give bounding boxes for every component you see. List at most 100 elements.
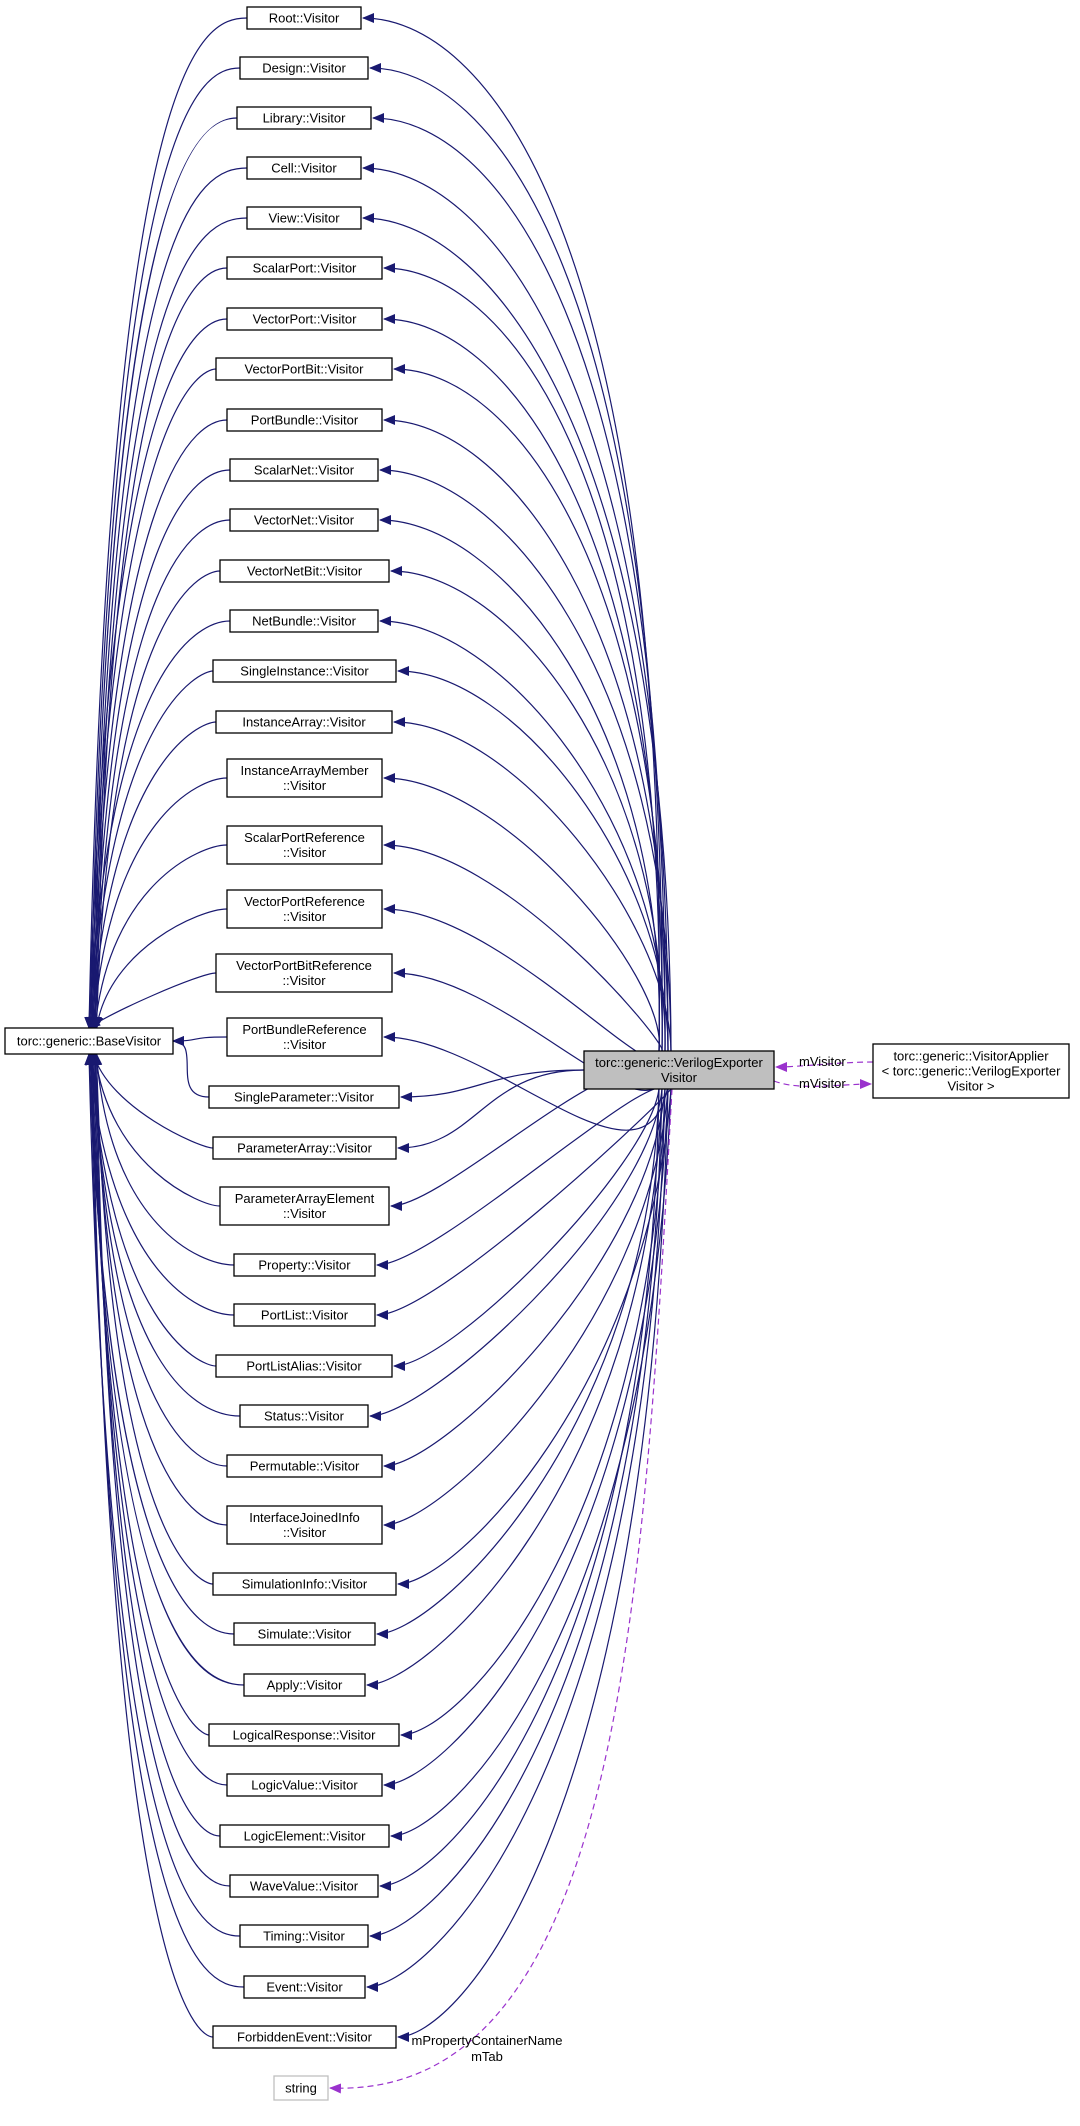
usage-edge-11 [379,515,660,1052]
node-logicelement-visitor-label: LogicElement::Visitor [244,1829,367,1844]
inherit-edge-20 [172,1035,228,1046]
node-view-visitor[interactable]: View::Visitor [246,206,362,230]
node-vectorportbit-visitor[interactable]: VectorPortBit::Visitor [215,357,393,381]
node-portbundlereference-visitor-label-1: PortBundleReference [242,1022,366,1037]
usage-edge-22 [397,1069,585,1153]
node-apply-visitor-label: Apply::Visitor [267,1678,343,1693]
inherit-edge-37 [84,1053,241,1937]
node-vectorportbitreference-visitor[interactable]: VectorPortBitReference::Visitor [215,953,393,993]
node-portbundle-visitor[interactable]: PortBundle::Visitor [226,408,383,432]
node-cell-visitor-box [246,156,362,180]
node-apply-visitor[interactable]: Apply::Visitor [243,1673,366,1697]
node-portbundlereference-visitor[interactable]: PortBundleReference::Visitor [226,1017,383,1057]
usage-edge-36 [379,1088,660,1891]
node-vectorportreference-visitor-box [226,889,383,929]
verilog-exporter-visitor-node-label-2: Visitor [661,1070,698,1085]
node-root-visitor[interactable]: Root::Visitor [246,6,362,30]
inherit-edge-7 [84,318,228,1029]
usage-edge-34 [383,1088,669,1790]
inherit-edge-19 [88,972,217,1029]
node-timing-visitor[interactable]: Timing::Visitor [239,1924,369,1948]
node-logicelement-visitor[interactable]: LogicElement::Visitor [219,1824,390,1848]
node-simulate-visitor[interactable]: Simulate::Visitor [233,1622,376,1646]
node-library-visitor[interactable]: Library::Visitor [236,106,372,130]
inherit-edge-23 [91,1053,221,1207]
node-property-visitor[interactable]: Property::Visitor [233,1253,376,1277]
node-vectorportbitreference-visitor-label-2: ::Visitor [282,973,326,988]
visitor-applier-node[interactable]: torc::generic::VisitorApplier< torc::gen… [872,1043,1070,1099]
node-instancearraymember-visitor[interactable]: InstanceArrayMember::Visitor [226,758,383,798]
inherit-edge-12 [91,570,221,1029]
node-singleparameter-visitor[interactable]: SingleParameter::Visitor [208,1085,400,1109]
verilog-exporter-visitor-node-label-1: torc::generic::VerilogExporter [595,1055,763,1070]
node-scalarportreference-visitor-label-2: ::Visitor [283,845,327,860]
node-vectornet-visitor[interactable]: VectorNet::Visitor [229,508,379,532]
usage-edge-8 [393,364,666,1052]
node-simulationinfo-visitor[interactable]: SimulationInfo::Visitor [212,1572,397,1596]
inherit-edge-10 [88,469,231,1029]
node-permutable-visitor[interactable]: Permutable::Visitor [226,1454,383,1478]
node-root-visitor-box [246,6,362,30]
node-vectorportbit-visitor-box [215,357,393,381]
inherit-edge-1 [84,17,248,1029]
usage-edge-1 [362,13,660,1052]
node-vectornet-visitor-box [229,508,379,532]
node-portlist-visitor-box [233,1303,376,1327]
node-vectornetbit-visitor-label: VectorNetBit::Visitor [247,564,363,579]
node-vectornetbit-visitor-box [219,559,390,583]
node-scalarport-visitor[interactable]: ScalarPort::Visitor [226,256,383,280]
node-event-visitor[interactable]: Event::Visitor [243,1975,366,1999]
usage-edge-32 [366,1088,663,1690]
inherit-edge-29 [90,1053,228,1526]
node-vectorportreference-visitor[interactable]: VectorPortReference::Visitor [226,889,383,929]
usage-edge-35 [390,1088,672,1841]
node-cell-visitor[interactable]: Cell::Visitor [246,156,362,180]
node-logicvalue-visitor[interactable]: LogicValue::Visitor [226,1773,383,1797]
node-logicalresponse-visitor[interactable]: LogicalResponse::Visitor [208,1723,400,1747]
inherit-edge-17 [91,844,228,1029]
node-property-visitor-box [233,1253,376,1277]
node-parameterarray-visitor-label: ParameterArray::Visitor [237,1141,373,1156]
inherit-edge-36 [91,1053,231,1887]
usage-edge-9 [383,415,669,1052]
node-parameterarrayelement-visitor[interactable]: ParameterArrayElement::Visitor [219,1186,390,1226]
node-singleinstance-visitor[interactable]: SingleInstance::Visitor [212,659,397,683]
inherit-edge-3 [87,117,238,1029]
node-scalarportreference-visitor-label-1: ScalarPortReference [244,830,365,845]
node-netbundle-visitor-label: NetBundle::Visitor [252,614,356,629]
node-scalarport-visitor-label: ScalarPort::Visitor [253,261,357,276]
node-scalarport-visitor-box [226,256,383,280]
usage-edge-39 [397,1088,669,2042]
node-vectorport-visitor[interactable]: VectorPort::Visitor [226,307,383,331]
node-wavevalue-visitor[interactable]: WaveValue::Visitor [229,1874,379,1898]
node-vectorportbitreference-visitor-box [215,953,393,993]
node-netbundle-visitor[interactable]: NetBundle::Visitor [229,609,379,633]
node-event-visitor-box [243,1975,366,1999]
inherit-edge-25 [85,1053,235,1316]
node-portlist-visitor[interactable]: PortList::Visitor [233,1303,376,1327]
string-node[interactable]: string [273,2075,329,2101]
usage-edge-31 [376,1088,660,1639]
node-wavevalue-visitor-box [229,1874,379,1898]
inherit-edge-5 [90,217,248,1029]
base-visitor-node-box [4,1027,174,1055]
usage-edge-7 [383,314,663,1052]
node-instancearray-visitor[interactable]: InstanceArray::Visitor [215,710,393,734]
node-design-visitor[interactable]: Design::Visitor [239,56,369,80]
node-status-visitor[interactable]: Status::Visitor [239,1404,369,1428]
base-visitor-node[interactable]: torc::generic::BaseVisitor [4,1027,174,1055]
node-vectornetbit-visitor[interactable]: VectorNetBit::Visitor [219,559,390,583]
inherit-edge-11 [90,519,231,1029]
node-portlistalias-visitor[interactable]: PortListAlias::Visitor [215,1354,393,1378]
mproperty-container-name-label: mPropertyContainerName [411,2033,562,2048]
node-parameterarray-visitor[interactable]: ParameterArray::Visitor [212,1136,397,1160]
usage-edge-10 [379,465,672,1052]
node-forbiddenevent-visitor[interactable]: ForbiddenEvent::Visitor [212,2025,397,2049]
node-cell-visitor-label: Cell::Visitor [271,161,337,176]
node-interfacejoinedinfo-visitor[interactable]: InterfaceJoinedInfo::Visitor [226,1505,383,1545]
node-logicelement-visitor-box [219,1824,390,1848]
string-node-box [273,2075,329,2101]
node-scalarnet-visitor[interactable]: ScalarNet::Visitor [229,458,379,482]
node-scalarportreference-visitor[interactable]: ScalarPortReference::Visitor [226,825,383,865]
